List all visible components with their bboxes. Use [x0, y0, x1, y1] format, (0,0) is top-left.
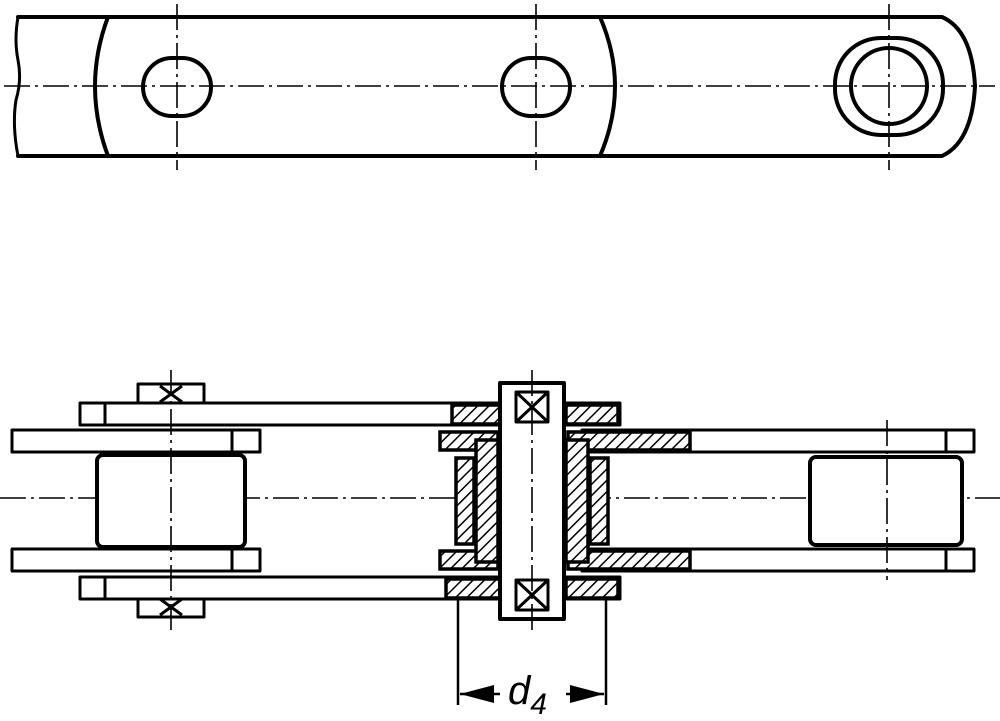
- left-inner-plate-bottom: [10, 547, 262, 573]
- section-outer-plate-top-right: [564, 403, 620, 426]
- bushing-right: [564, 438, 590, 564]
- right-roller: [808, 455, 964, 547]
- section-outer-plate-top-left: [450, 403, 502, 426]
- section-outer-plate-bottom-left: [444, 577, 502, 600]
- left-inner-plate-top: [10, 428, 262, 454]
- top-view-link: [4, 4, 995, 170]
- section-view: [0, 370, 1000, 635]
- roller-section-left: [454, 456, 476, 546]
- pin-end-cross: [514, 578, 550, 612]
- break-line: [12, 16, 22, 157]
- outer-link-plate: [16, 15, 977, 158]
- section-outer-plate-bottom-right: [564, 577, 620, 600]
- arrow-left: [460, 685, 494, 703]
- dimension-label-subscript: 4: [530, 688, 547, 721]
- pin-end-cross: [514, 390, 550, 424]
- dimension-d4: d4: [456, 600, 608, 721]
- bushing-left: [474, 438, 500, 564]
- dimension-label-main: d: [508, 669, 532, 713]
- dimension-label: d4: [508, 669, 547, 721]
- roller-section-right: [588, 456, 610, 546]
- arrow-right: [570, 685, 604, 703]
